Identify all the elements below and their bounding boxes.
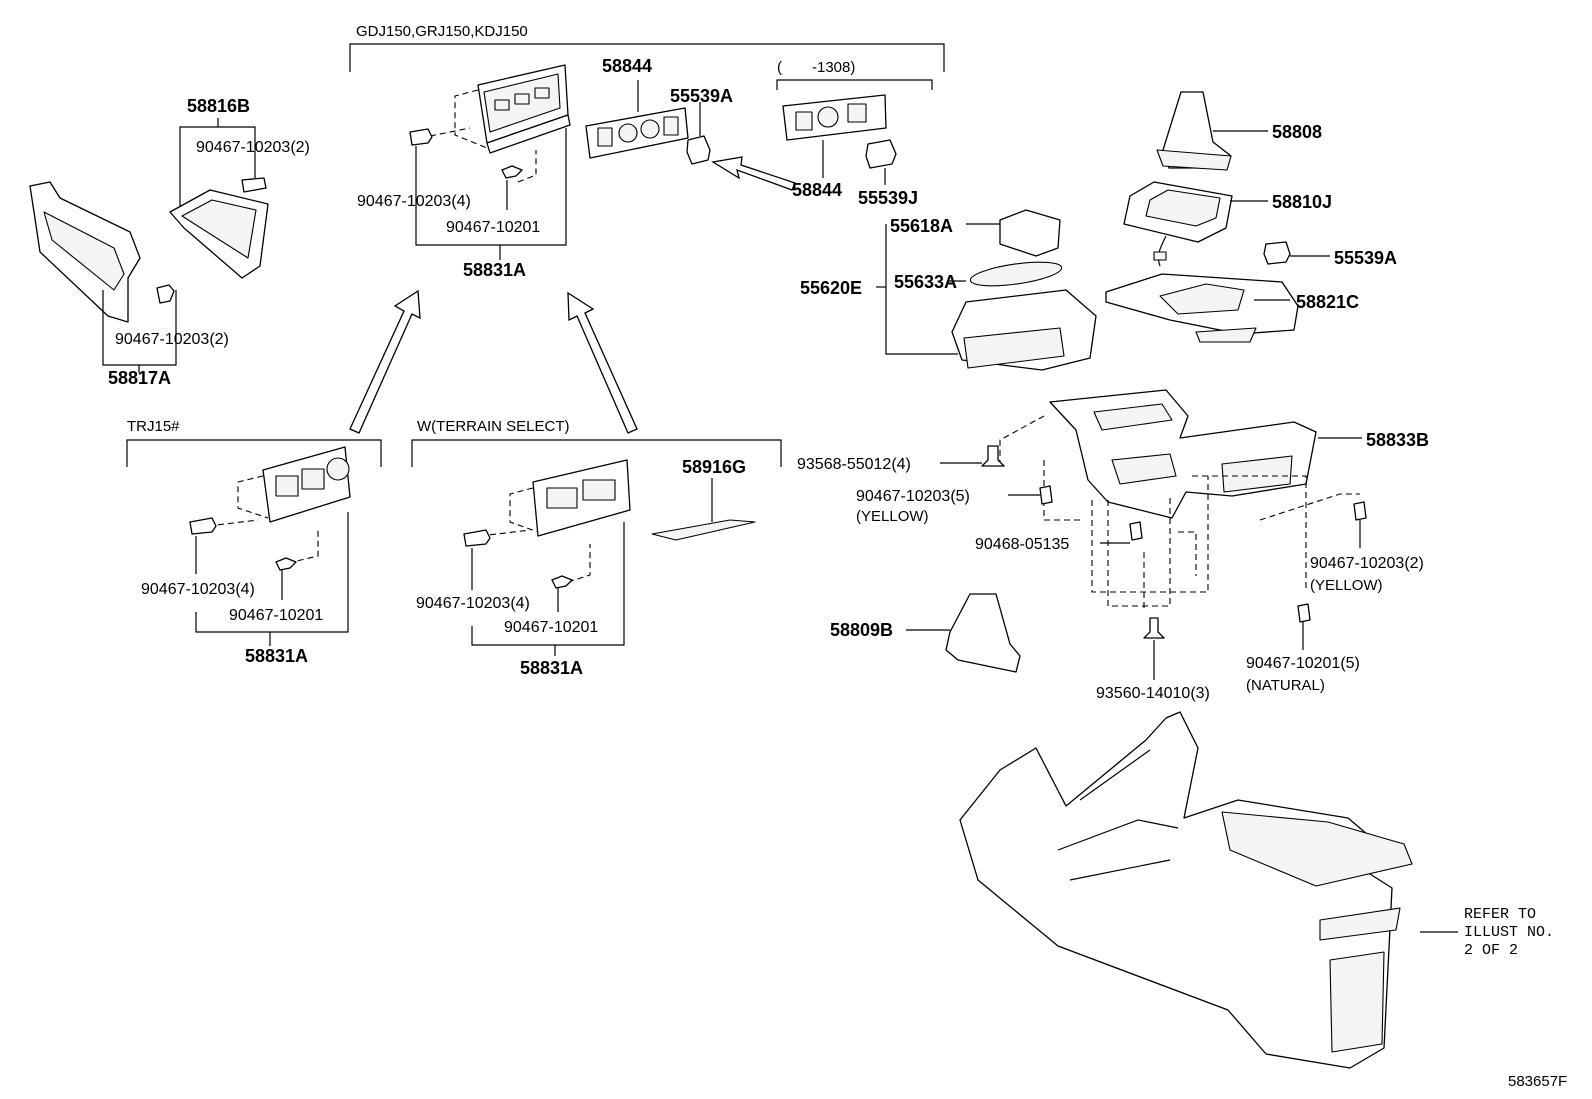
switch-55539A-a bbox=[686, 102, 711, 165]
refer-note-line-3: 2 OF 2 bbox=[1464, 942, 1518, 959]
part-number-58831A-c: 58831A bbox=[520, 658, 583, 678]
part-number-90467-10203-5: 90467-10203(5) bbox=[856, 488, 970, 505]
cover-58809B bbox=[906, 593, 1021, 673]
variant-label-terrain: W(TERRAIN SELECT) bbox=[417, 418, 570, 435]
group-brackets bbox=[126, 43, 945, 467]
part-number-90467-10203-2-b: 90467-10203(2) bbox=[115, 331, 229, 348]
part-labels: GDJ150,GRJ150,KDJ150 ( -1308) TRJ15# W(T… bbox=[108, 23, 1567, 1090]
variant-label-trj: TRJ15# bbox=[127, 418, 180, 435]
arrow-terrain-to-top bbox=[567, 291, 638, 434]
switch-plate-58844-b bbox=[782, 94, 897, 185]
part-number-55618A: 55618A bbox=[890, 216, 953, 236]
gear-boot-58808 bbox=[1156, 91, 1268, 171]
color-note-yellow-a: (YELLOW) bbox=[856, 508, 929, 525]
part-number-58831A-b: 58831A bbox=[245, 646, 308, 666]
refer-note-line-1: REFER TO bbox=[1464, 906, 1536, 923]
part-number-55539A-a: 55539A bbox=[670, 86, 733, 106]
part-number-93560-14010: 93560-14010(3) bbox=[1096, 685, 1210, 702]
console-assembly bbox=[959, 711, 1458, 1069]
variant-label-gdj: GDJ150,GRJ150,KDJ150 bbox=[356, 23, 528, 40]
fasteners bbox=[940, 445, 1367, 680]
part-number-58810J: 58810J bbox=[1272, 192, 1332, 212]
part-number-55539J: 55539J bbox=[858, 188, 918, 208]
part-number-90467-10203-2-a: 90467-10203(2) bbox=[196, 139, 310, 156]
part-number-58844-a: 58844 bbox=[602, 56, 652, 76]
part-number-58821C: 58821C bbox=[1296, 292, 1359, 312]
part-number-90467-10203-4-a: 90467-10203(4) bbox=[357, 193, 471, 210]
part-number-90467-10203-2-c: 90467-10203(2) bbox=[1310, 555, 1424, 572]
refer-note-line-2: ILLUST NO. bbox=[1464, 924, 1554, 941]
part-number-58808: 58808 bbox=[1272, 122, 1322, 142]
bracket-58816B bbox=[169, 118, 269, 279]
panel-58831A-top bbox=[409, 64, 571, 260]
part-number-90467-10203-4-c: 90467-10203(4) bbox=[416, 595, 530, 612]
part-number-58831A-a: 58831A bbox=[463, 260, 526, 280]
shift-panel-58810J bbox=[1123, 181, 1268, 267]
arrow-trj-to-top bbox=[349, 289, 421, 434]
part-number-55539A-b: 55539A bbox=[1334, 248, 1397, 268]
color-note-natural: (NATURAL) bbox=[1246, 677, 1325, 694]
switch-plate-58844-a bbox=[585, 80, 689, 159]
part-number-90467-10201-5: 90467-10201(5) bbox=[1246, 655, 1360, 672]
part-number-90467-10203-4-b: 90467-10203(4) bbox=[141, 581, 255, 598]
part-number-55633A: 55633A bbox=[894, 272, 957, 292]
transition-arrows bbox=[349, 156, 796, 434]
color-note-yellow-b: (YELLOW) bbox=[1310, 577, 1383, 594]
bracket-58817A bbox=[29, 181, 177, 373]
panel-58831A-terrain bbox=[463, 459, 631, 656]
part-number-55620E: 55620E bbox=[800, 278, 862, 298]
trim-58821C bbox=[1105, 273, 1299, 343]
part-number-58844-b: 58844 bbox=[792, 180, 842, 200]
part-number-58816B: 58816B bbox=[187, 96, 250, 116]
part-number-90468-05135: 90468-05135 bbox=[975, 536, 1069, 553]
part-number-93568-55012: 93568-55012(4) bbox=[797, 456, 911, 473]
cup-holder-55620E bbox=[876, 209, 1097, 371]
part-number-58916G: 58916G bbox=[682, 457, 746, 477]
part-number-90467-10201-a: 90467-10201 bbox=[446, 219, 540, 236]
panel-58831A-trj bbox=[189, 446, 351, 646]
console-base-58833B bbox=[999, 389, 1362, 612]
sheet-58916G bbox=[651, 478, 756, 541]
part-number-90467-10201-c: 90467-10201 bbox=[504, 619, 598, 636]
switch-55539A-b bbox=[1263, 241, 1330, 265]
variant-label-1308: ( -1308) bbox=[777, 59, 855, 76]
part-number-58817A: 58817A bbox=[108, 368, 171, 388]
part-number-58833B: 58833B bbox=[1366, 430, 1429, 450]
part-number-90467-10201-b: 90467-10201 bbox=[229, 607, 323, 624]
figure-id: 583657F bbox=[1508, 1073, 1567, 1090]
part-number-58809B: 58809B bbox=[830, 620, 893, 640]
arrow-1308-to-top bbox=[711, 156, 796, 191]
